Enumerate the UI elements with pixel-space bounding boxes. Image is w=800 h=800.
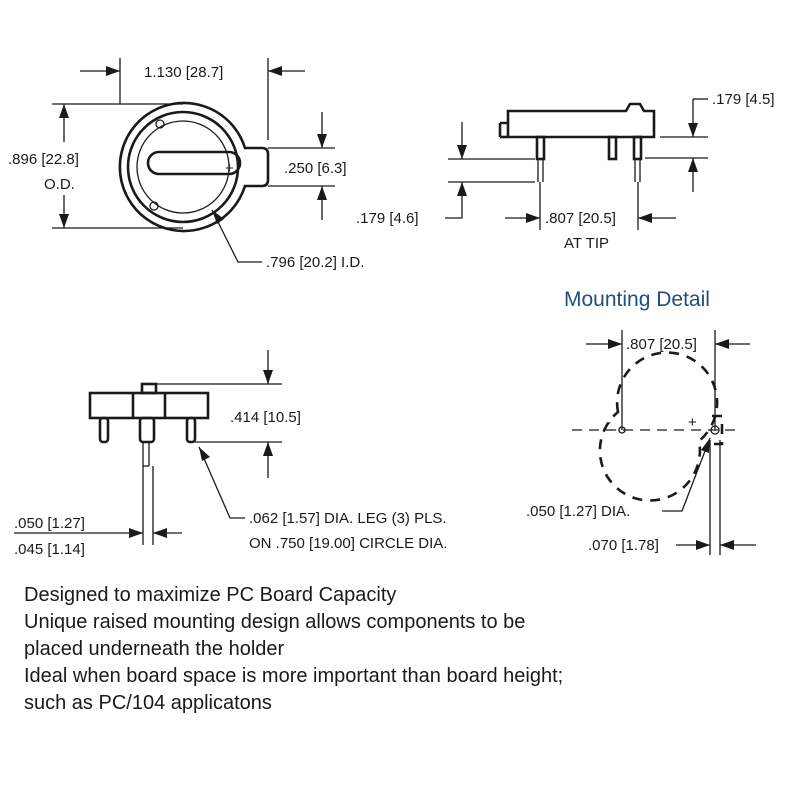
tip-spacing-at-tip-label: AT TIP	[564, 235, 609, 252]
leg-note-line2: ON .750 [19.00] CIRCLE DIA.	[249, 535, 447, 552]
dimension-leg-length	[445, 122, 535, 219]
hole-diameter-label: .050 [1.27] DIA.	[526, 503, 630, 520]
dimension-tip-spacing	[505, 182, 676, 230]
tab-height-label: .250 [6.3]	[284, 160, 347, 177]
top-view: + 1.130 [28.7] .896 [22.8] O.D.	[8, 58, 364, 271]
note-item: Designed to maximize PC Board Capacity	[24, 584, 397, 606]
inner-diameter-label: .796 [20.2] I.D.	[266, 254, 364, 271]
mounting-detail-title: Mounting Detail	[564, 288, 710, 311]
dimension-body-height	[156, 350, 282, 478]
dimension-top-height	[645, 98, 708, 192]
polarity-plus-label: +	[225, 160, 234, 177]
mounting-minus-label: -	[606, 414, 611, 431]
mounting-plus-label: +	[688, 414, 697, 431]
leg-width-max-label: .050 [1.27]	[14, 515, 85, 532]
outer-diameter-label: .896 [22.8]	[8, 151, 79, 168]
front-view: .414 [10.5] .050 [1.27] .045 [1.14] .062…	[14, 350, 447, 558]
feature-notes: Designed to maximize PC Board Capacity U…	[24, 582, 584, 717]
side-body	[498, 102, 656, 182]
pin-spacing-label: .807 [20.5]	[626, 336, 697, 353]
dimension-pin-spacing	[586, 330, 750, 430]
offset-label: .070 [1.78]	[588, 537, 659, 554]
front-body	[88, 382, 210, 467]
holder-outline	[118, 101, 270, 233]
top-height-label: .179 [4.5]	[712, 91, 775, 108]
leader-hole-diameter	[662, 437, 711, 512]
note-item: Ideal when board space is more important…	[24, 665, 564, 714]
leader-leg-diameter	[198, 446, 245, 519]
dimension-tab-height	[268, 112, 335, 220]
body-height-label: .414 [10.5]	[230, 409, 301, 426]
overall-length-label: 1.130 [28.7]	[144, 64, 223, 81]
outer-diameter-od-label: O.D.	[44, 176, 75, 193]
tip-spacing-label: .807 [20.5]	[545, 210, 616, 227]
dimension-outer-diameter	[52, 103, 183, 229]
dimension-offset	[676, 440, 756, 555]
leader-inner-diameter	[211, 209, 262, 263]
leg-length-label: .179 [4.6]	[356, 210, 419, 227]
note-item: Unique raised mounting design allows com…	[24, 611, 526, 660]
mounting-detail: Mounting Detail - + .807 [20.5] .050 [1.…	[526, 288, 756, 555]
leg-width-min-label: .045 [1.14]	[14, 541, 85, 558]
leg-note-line1: .062 [1.57] DIA. LEG (3) PLS.	[249, 510, 447, 527]
side-view: .179 [4.5] .179 [4.6] .807 [20.5] AT TIP	[356, 91, 775, 252]
dimension-leg-width	[14, 466, 182, 545]
dimension-overall-length	[80, 58, 305, 140]
